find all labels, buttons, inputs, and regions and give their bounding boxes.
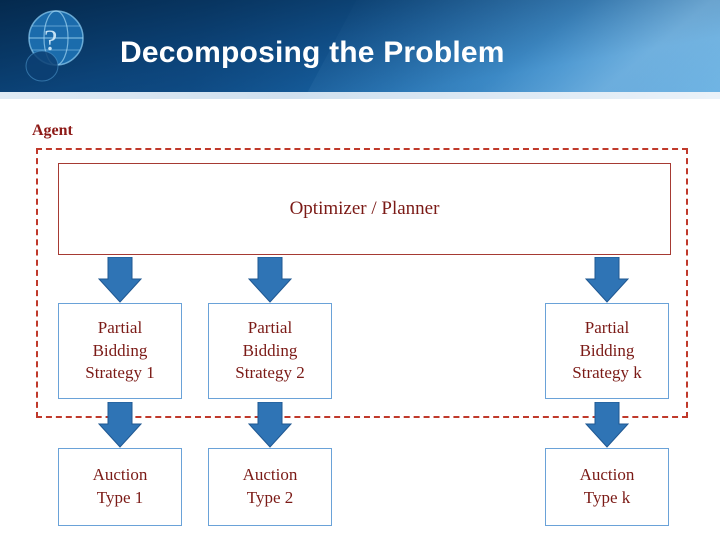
down-arrow-icon [585,402,629,448]
slide-header: ? Decomposing the Problem [0,0,720,103]
down-arrow-icon [248,402,292,448]
strategy-k-line2: Bidding [579,340,635,360]
down-arrow-icon [98,257,142,303]
strategy-1-line2: Bidding [92,340,148,360]
auction-type-k-box[interactable]: Auction Type k [545,448,669,526]
strategy-1-line1: Partial [97,318,143,338]
optimizer-planner-box[interactable]: Optimizer / Planner [58,163,671,255]
header-gradient-overlay [0,0,720,92]
auction-k-line1: Auction [579,465,635,485]
strategy-2-line3: Strategy 2 [235,363,305,383]
header-bottom-line [0,99,720,103]
auction-2-line1: Auction [242,465,298,485]
auction-k-line2: Type k [583,488,631,507]
partial-bidding-strategy-1-box[interactable]: Partial Bidding Strategy 1 [58,303,182,399]
svg-text:?: ? [44,24,57,57]
partial-bidding-strategy-k-box[interactable]: Partial Bidding Strategy k [545,303,669,399]
strategy-1-line3: Strategy 1 [85,363,155,383]
globe-logo-icon: ? [25,10,84,82]
optimizer-planner-label: Optimizer / Planner [289,198,440,219]
strategy-2-line2: Bidding [242,340,298,360]
header-bottom-rule [0,92,720,100]
partial-bidding-strategy-2-box[interactable]: Partial Bidding Strategy 2 [208,303,332,399]
auction-type-1-box[interactable]: Auction Type 1 [58,448,182,526]
strategy-k-line3: Strategy k [572,363,642,383]
strategy-k-line1: Partial [584,318,630,338]
strategy-2-line1: Partial [247,318,293,338]
auction-2-line2: Type 2 [246,488,294,507]
down-arrow-icon [98,402,142,448]
auction-1-line1: Auction [92,465,148,485]
down-arrow-icon [248,257,292,303]
down-arrow-icon [585,257,629,303]
agent-label: Agent [32,122,73,139]
page-title: Decomposing the Problem [120,36,505,69]
auction-type-2-box[interactable]: Auction Type 2 [208,448,332,526]
agent-boundary-box [36,148,688,418]
auction-1-line2: Type 1 [96,488,144,507]
